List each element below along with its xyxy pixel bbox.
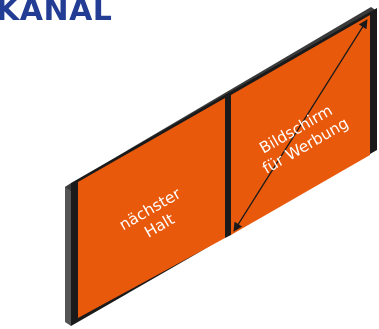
screen-divider: [225, 95, 231, 238]
diagonal-size-arrow: [233, 19, 368, 232]
brand-logo-text: KANAL: [0, 0, 113, 28]
left-screen-panel: [78, 98, 225, 318]
display-side-edge: [65, 183, 71, 326]
